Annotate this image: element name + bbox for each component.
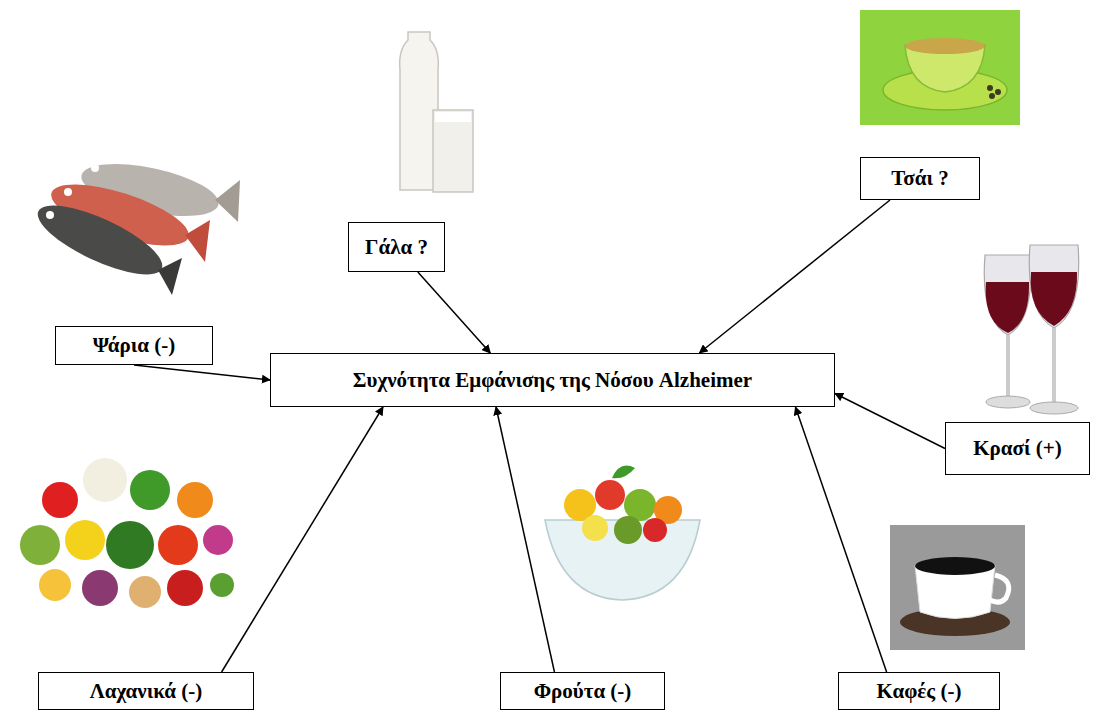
food-box: Κρασί (+) (945, 422, 1090, 475)
box-label: Τσάι ? (891, 166, 949, 190)
influence-arrow (699, 200, 890, 353)
tea-picture (860, 10, 1020, 125)
influence-arrow (418, 272, 491, 353)
influence-arrow (222, 407, 383, 672)
influence-arrow (496, 407, 554, 672)
outcome-box: Συχνότητα Εμφάνισης της Νόσου Alzheimer (270, 353, 835, 407)
influence-arrow (835, 394, 945, 449)
food-box: Τσάι ? (860, 157, 980, 200)
box-label: Λαχανικά (-) (90, 679, 203, 703)
box-label: Καφές (-) (877, 679, 962, 703)
food-box: Λαχανικά (-) (38, 672, 254, 710)
milk-picture (400, 32, 473, 192)
food-box: Ψάρια (-) (55, 326, 213, 365)
box-label: Γάλα ? (365, 235, 428, 259)
box-label: Ψάρια (-) (93, 333, 176, 357)
food-box: Γάλα ? (348, 222, 445, 272)
box-label: Φρούτα (-) (534, 679, 632, 703)
box-label: Κρασί (+) (973, 436, 1061, 460)
food-box: Φρούτα (-) (500, 672, 665, 710)
food-box: Καφές (-) (838, 672, 1000, 710)
influence-arrow (134, 365, 270, 380)
coffee-picture (890, 525, 1025, 650)
wine-picture (984, 245, 1078, 414)
fish-picture (29, 154, 240, 295)
influence-arrow (795, 407, 886, 672)
box-label: Συχνότητα Εμφάνισης της Νόσου Alzheimer (353, 368, 752, 392)
vegetables-picture (20, 458, 234, 608)
fruit-picture (545, 466, 700, 600)
